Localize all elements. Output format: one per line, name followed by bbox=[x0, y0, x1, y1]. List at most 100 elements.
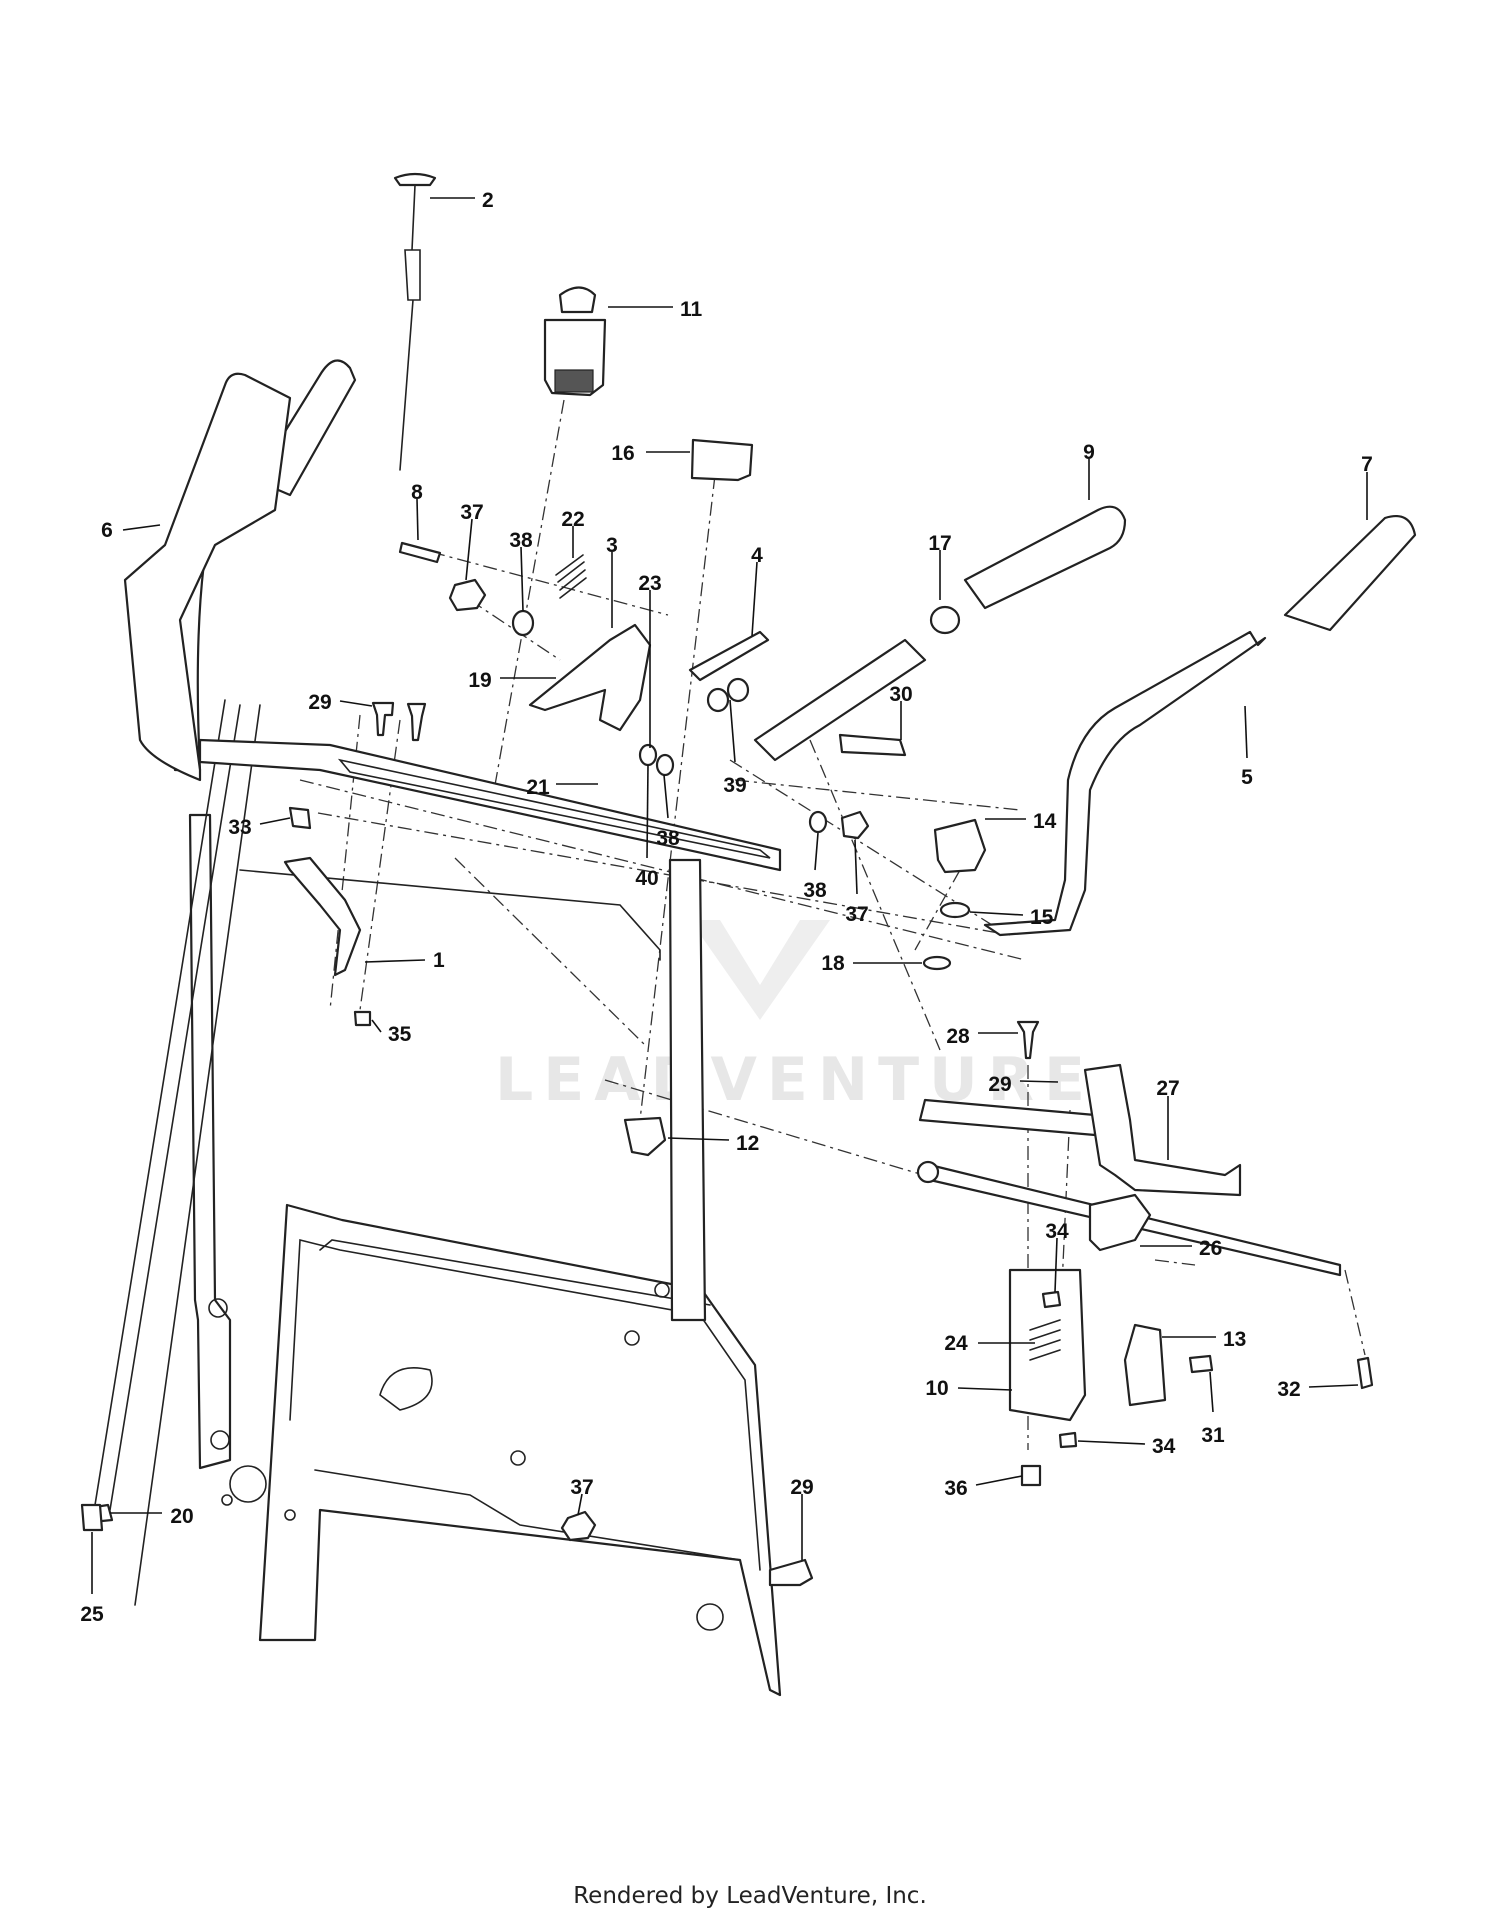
part-4-plate bbox=[688, 630, 770, 682]
part-34-nut bbox=[1041, 1290, 1062, 1309]
callout-10: 10 bbox=[925, 1377, 948, 1400]
callout-33: 33 bbox=[228, 816, 251, 839]
watermark: LEADVENTURE bbox=[495, 920, 1095, 1115]
callout-leader-37 bbox=[577, 1493, 583, 1516]
callout-38: 38 bbox=[509, 529, 533, 552]
callout-14: 14 bbox=[1033, 810, 1057, 833]
callout-11: 11 bbox=[680, 298, 703, 321]
housing-face bbox=[289, 1238, 761, 1571]
callout-23: 23 bbox=[638, 572, 661, 595]
part-36-nut bbox=[1020, 1464, 1042, 1487]
callout-13: 13 bbox=[1223, 1328, 1246, 1351]
part-26-cam bbox=[1088, 1193, 1152, 1252]
callout-28: 28 bbox=[946, 1025, 970, 1048]
part-38-washer bbox=[511, 609, 535, 637]
part-6-bail-left bbox=[123, 372, 292, 782]
lower-handle-left bbox=[188, 813, 232, 1470]
callout-27: 27 bbox=[1156, 1077, 1179, 1100]
callout-leader-31 bbox=[1209, 1371, 1214, 1413]
part-28-bolt bbox=[1016, 1020, 1040, 1060]
part-40-washer bbox=[638, 743, 658, 767]
part-37-nut bbox=[560, 1510, 597, 1542]
callout-15: 15 bbox=[1030, 906, 1054, 929]
part-29-bolt bbox=[768, 1558, 814, 1587]
callout-leader-32 bbox=[1308, 1384, 1359, 1388]
part-24-spring bbox=[1029, 1319, 1061, 1361]
part-1-lever bbox=[283, 856, 362, 977]
callout-29: 29 bbox=[790, 1476, 813, 1499]
housing-panel bbox=[258, 1203, 782, 1697]
callout-40: 40 bbox=[635, 867, 658, 890]
callout-3: 3 bbox=[606, 534, 618, 557]
callout-leader-4 bbox=[751, 561, 758, 637]
watermark-text: LEADVENTURE bbox=[495, 1045, 1095, 1115]
callout-19: 19 bbox=[468, 669, 491, 692]
callout-leader-38 bbox=[814, 832, 819, 871]
callout-38: 38 bbox=[803, 879, 827, 902]
cross-bar-slot bbox=[337, 758, 771, 859]
shaft-end bbox=[916, 1160, 940, 1184]
part-33-nut bbox=[288, 806, 312, 830]
callout-4: 4 bbox=[751, 544, 763, 567]
part-25-tube bbox=[80, 1503, 104, 1532]
callout-17: 17 bbox=[928, 532, 951, 555]
lower-handle-right bbox=[668, 858, 707, 1322]
part-8-pin bbox=[398, 541, 442, 564]
part-16-switch bbox=[690, 438, 754, 482]
part-27-bracket-body bbox=[1083, 1063, 1242, 1197]
frame-slot bbox=[379, 1366, 433, 1411]
callout-32: 32 bbox=[1277, 1378, 1300, 1401]
callout-leader-29 bbox=[339, 700, 373, 707]
callout-leader-34 bbox=[1077, 1440, 1146, 1445]
callout-22: 22 bbox=[561, 508, 584, 531]
frame-hole bbox=[510, 1450, 526, 1466]
callout-leader-38 bbox=[663, 774, 669, 819]
callout-leader-15 bbox=[969, 911, 1024, 916]
part-38-washer bbox=[655, 753, 675, 777]
callout-34: 34 bbox=[1152, 1435, 1176, 1458]
callout-37: 37 bbox=[570, 1476, 593, 1499]
callout-26: 26 bbox=[1199, 1237, 1222, 1260]
watermark-logo bbox=[690, 920, 830, 1020]
callout-37: 37 bbox=[845, 903, 868, 926]
callout-31: 31 bbox=[1201, 1424, 1225, 1447]
callout-21: 21 bbox=[526, 776, 550, 799]
part-29-bolt bbox=[406, 702, 427, 742]
callout-leader-8 bbox=[416, 498, 419, 541]
callout-25: 25 bbox=[80, 1603, 104, 1626]
lower-right-assembly bbox=[916, 1063, 1374, 1487]
part-22-spring bbox=[555, 554, 587, 599]
part-15-washer bbox=[939, 901, 971, 919]
rod-bolt bbox=[210, 1430, 230, 1450]
frame-hole bbox=[229, 1465, 267, 1503]
part-5-bail-right bbox=[983, 630, 1267, 937]
callout-leader-29 bbox=[1019, 1080, 1059, 1083]
small-parts bbox=[80, 541, 1040, 1587]
part-9-grip bbox=[929, 505, 1127, 635]
part-13-latch bbox=[1123, 1323, 1167, 1407]
callout-35: 35 bbox=[388, 1023, 412, 1046]
callout-38: 38 bbox=[656, 827, 680, 850]
callout-leader-35 bbox=[371, 1019, 382, 1033]
callout-12: 12 bbox=[736, 1132, 759, 1155]
chute-rod bbox=[94, 699, 261, 1606]
right-handle-tube bbox=[753, 638, 927, 762]
callout-leader-36 bbox=[975, 1475, 1023, 1486]
frame bbox=[94, 699, 782, 1697]
part-14-knob bbox=[933, 818, 987, 874]
callout-leader-6 bbox=[122, 524, 161, 531]
callout-37: 37 bbox=[460, 501, 483, 524]
callout-29: 29 bbox=[988, 1073, 1011, 1096]
callout-6: 6 bbox=[101, 519, 113, 542]
housing-inner bbox=[314, 1239, 741, 1561]
part-3-bracket bbox=[528, 623, 652, 732]
callout-leader-5 bbox=[1244, 705, 1248, 759]
part-37-nut bbox=[840, 810, 870, 840]
callout-leader-33 bbox=[259, 817, 291, 825]
callout-5: 5 bbox=[1241, 766, 1253, 789]
part-29-bolt bbox=[371, 701, 395, 737]
rod-bolt bbox=[208, 1298, 228, 1318]
callout-29: 29 bbox=[308, 691, 331, 714]
frame-hole bbox=[284, 1509, 296, 1521]
